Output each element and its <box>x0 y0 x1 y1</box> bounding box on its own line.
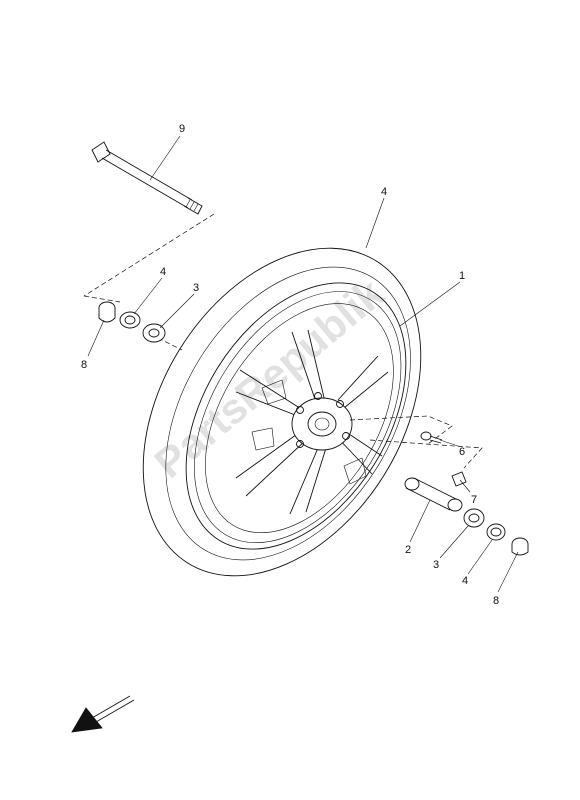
callout-4-left: 4 <box>160 266 166 278</box>
guide-line-left-2 <box>157 337 183 351</box>
callout-3-right: 3 <box>433 559 439 571</box>
bearing-right <box>463 508 485 528</box>
bearing-left <box>142 323 166 343</box>
wheel-spokes <box>235 329 389 515</box>
guide-line-right-1 <box>349 415 453 445</box>
collar-left <box>98 301 116 323</box>
rim-inner <box>205 303 394 534</box>
callout-6: 6 <box>459 446 465 458</box>
spacer-tube <box>404 477 463 512</box>
callout-labels: 9 4 1 4 3 8 6 7 2 3 4 8 <box>81 123 499 607</box>
wheel-assembly <box>142 247 422 577</box>
rim-outer <box>185 282 407 550</box>
callout-7: 7 <box>471 494 477 506</box>
valve-cap <box>451 471 467 487</box>
rim-mid <box>194 291 402 543</box>
axle-bolt <box>91 141 203 215</box>
guide-line-right-2 <box>369 439 483 469</box>
callout-4-right: 4 <box>462 575 468 587</box>
callout-5: 4 <box>381 186 387 198</box>
tire-outer <box>142 247 422 577</box>
oil-seal-right <box>486 523 506 541</box>
tire-inner-edge <box>165 266 411 561</box>
callout-3-left: 3 <box>193 282 199 294</box>
callout-8-right: 8 <box>493 595 499 607</box>
valve-stem <box>420 431 443 444</box>
leader-lines <box>87 135 519 593</box>
callout-1: 1 <box>459 270 465 282</box>
callout-9: 9 <box>179 123 185 135</box>
guide-line-left <box>83 213 215 303</box>
collar-right <box>511 537 529 556</box>
callout-8-left: 8 <box>81 359 87 371</box>
front-direction-arrow-icon <box>71 695 135 733</box>
oil-seal-left <box>119 311 141 329</box>
wheel-hub <box>291 397 353 451</box>
callout-2: 2 <box>405 544 411 556</box>
